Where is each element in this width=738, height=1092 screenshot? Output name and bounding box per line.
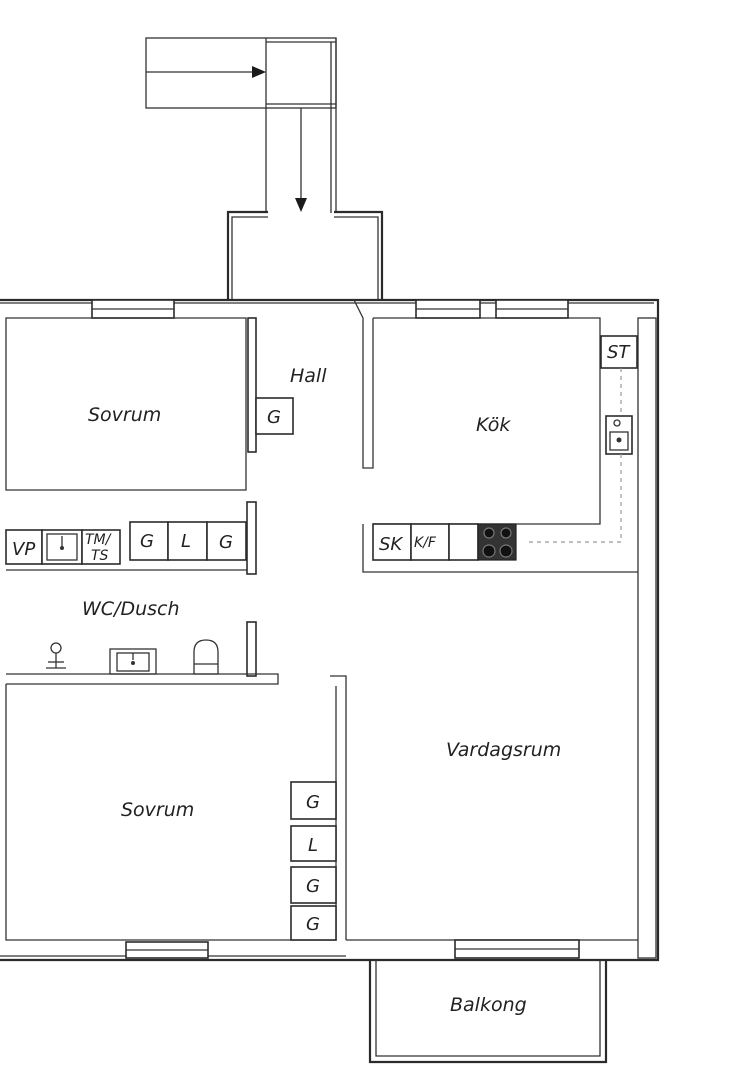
arrow-right-icon xyxy=(252,66,266,78)
wardrobe-label-1: G xyxy=(306,792,320,813)
shower-icon xyxy=(46,642,66,669)
basin-icon xyxy=(109,648,157,675)
entrance-stairs xyxy=(145,37,384,300)
room-label-sovrum-bottom: Sovrum xyxy=(121,799,194,821)
toilet-icon xyxy=(193,639,219,675)
hall-closet xyxy=(255,397,294,435)
room-label-hall: Hall xyxy=(290,365,327,387)
interior-walls xyxy=(5,299,638,941)
windows xyxy=(91,299,580,959)
wc-upper-fixtures: VP TM/ TS G L G xyxy=(5,521,247,565)
kitchen-counter-bottom: SK K/F xyxy=(372,523,517,561)
room-label-kok: Kök xyxy=(476,414,511,436)
room-label-sovrum-top: Sovrum xyxy=(88,404,161,426)
g2-label: G xyxy=(219,532,233,553)
room-label-balkong: Balkong xyxy=(450,994,527,1016)
st-label: ST xyxy=(607,342,631,363)
wardrobe-label-3: G xyxy=(306,876,320,897)
wardrobe-label-2: L xyxy=(308,835,318,856)
tm-label: TM/ xyxy=(85,532,112,548)
balcony: Balkong xyxy=(368,960,608,1064)
l1-label: L xyxy=(181,531,191,552)
wc-lower-fixtures xyxy=(46,639,219,675)
kitchen-counter-right: ST xyxy=(528,335,638,543)
ts-label: TS xyxy=(91,548,109,564)
sk-label: SK xyxy=(379,534,403,555)
wardrobe-label-4: G xyxy=(306,914,320,935)
room-label-wc: WC/Dusch xyxy=(82,598,180,620)
hall-closet-label: G xyxy=(267,407,281,428)
vp-label: VP xyxy=(12,539,35,560)
g1-label: G xyxy=(140,531,154,552)
arrow-down-icon xyxy=(295,198,307,212)
wardrobe-column: G L G G xyxy=(290,781,337,941)
room-label-vardagsrum: Vardagsrum xyxy=(446,739,561,761)
kf-label: K/F xyxy=(414,535,437,551)
